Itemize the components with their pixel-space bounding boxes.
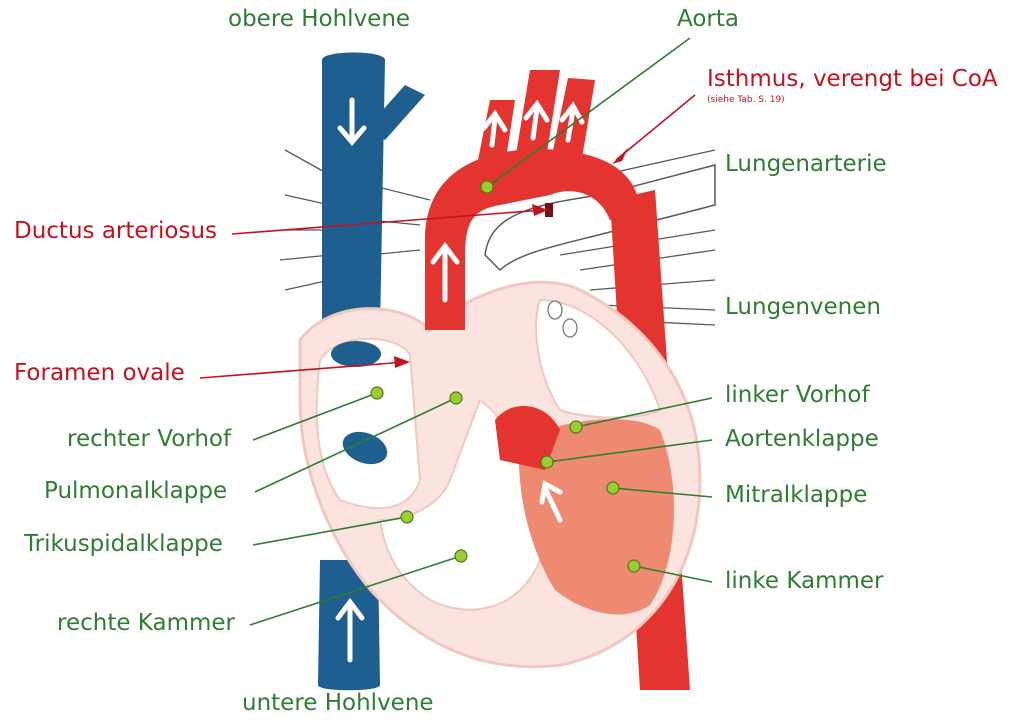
isthmus-arrowhead <box>612 148 628 164</box>
label-linke-kammer: linke Kammer <box>725 570 884 593</box>
superior-vena-cava <box>322 53 385 331</box>
label-untere-hohlvene: untere Hohlvene <box>242 692 434 715</box>
label-pulmonalklappe: Pulmonalklappe <box>44 480 227 503</box>
label-aorta: Aorta <box>677 8 739 31</box>
pulm-vein-hole-1 <box>548 301 562 319</box>
label-rechte-kammer: rechte Kammer <box>57 612 235 635</box>
label-lungenarterie: Lungenarterie <box>725 153 887 176</box>
label-ductus: Ductus arteriosus <box>14 220 217 243</box>
label-trikuspidalklappe: Trikuspidalklappe <box>24 533 223 556</box>
label-isthmus-note: (siehe Tab. S. 19) <box>707 96 785 105</box>
label-linker-vorhof: linker Vorhof <box>725 384 870 407</box>
svc-opening <box>331 341 381 367</box>
label-aortenklappe: Aortenklappe <box>725 428 879 451</box>
label-obere-hohlvene: obere Hohlvene <box>228 8 410 31</box>
label-foramen: Foramen ovale <box>14 362 185 385</box>
pulm-vein-hole-2 <box>563 319 577 337</box>
label-mitralklappe: Mitralklappe <box>725 484 867 507</box>
label-rechter-vorhof: rechter Vorhof <box>67 428 231 451</box>
label-isthmus: Isthmus, verengt bei CoA <box>707 68 998 91</box>
label-lungenvenen: Lungenvenen <box>725 296 881 319</box>
